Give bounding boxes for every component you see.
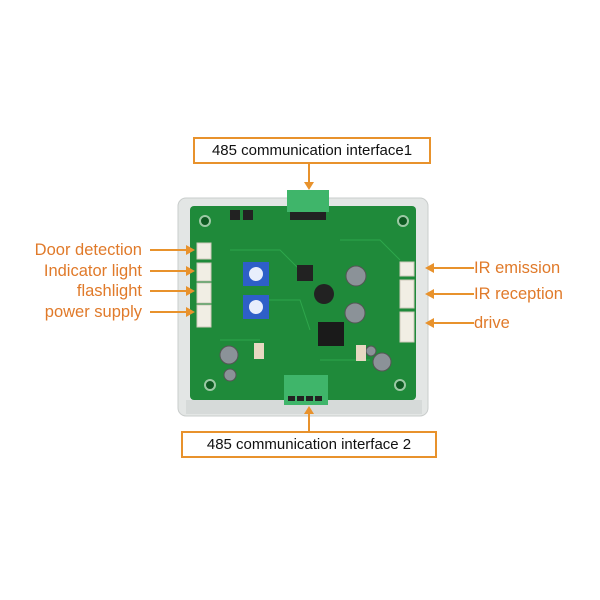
button (243, 210, 253, 220)
fuse (254, 343, 264, 359)
label-ir-reception: IR reception (474, 285, 563, 303)
label-power-supply: power supply (44, 303, 142, 321)
regulator-chip (318, 322, 344, 346)
rotary-dial (249, 267, 263, 281)
callout-485-interface-2: 485 communication interface 2 (181, 431, 437, 458)
mounting-holes (199, 215, 409, 391)
label-flashlight: flashlight (76, 282, 142, 300)
right-connectors (399, 261, 415, 343)
fuse (356, 345, 366, 361)
inductor (314, 284, 334, 304)
terminal-screws-bottom (288, 396, 322, 401)
chip (297, 265, 313, 281)
terminal-pins-top (290, 212, 326, 220)
callout-485-interface-1: 485 communication interface1 (193, 137, 431, 164)
callout-arrows (150, 163, 474, 432)
rotary-dial (249, 300, 263, 314)
button (230, 210, 240, 220)
terminal-block-top (287, 190, 329, 212)
label-indicator-light: Indicator light (43, 262, 142, 280)
enclosure-edge (186, 400, 422, 414)
label-ir-emission: IR emission (474, 259, 561, 277)
left-connectors (196, 242, 212, 328)
label-door-detection: Door detection (34, 241, 142, 259)
capacitors (219, 265, 392, 382)
label-drive: drive (474, 314, 510, 332)
